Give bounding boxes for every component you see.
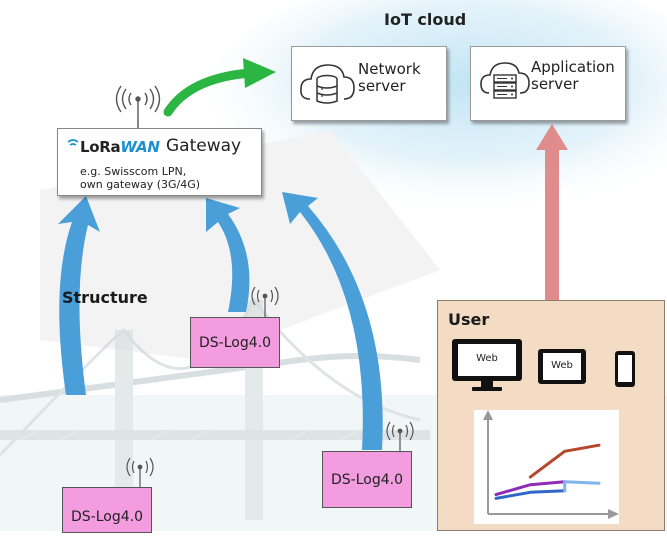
application-server-label-line2: server xyxy=(531,75,579,93)
gateway-note-line2: own gateway (3G/4G) xyxy=(80,178,201,191)
antenna-icon xyxy=(386,421,414,452)
device-box: DS-Log4.0 xyxy=(62,487,152,533)
chart-series-line xyxy=(563,480,601,493)
database-cloud-icon xyxy=(300,64,355,104)
monitor-icon xyxy=(452,339,522,391)
user-panel: User Web Web xyxy=(437,300,665,531)
gateway-note: e.g. Swisscom LPN, own gateway (3G/4G) xyxy=(80,165,200,191)
antenna-icon xyxy=(115,85,161,128)
phone-icon xyxy=(615,351,635,387)
user-arrow-head xyxy=(536,124,568,150)
antenna-icon xyxy=(251,286,279,318)
application-server-box: Application server xyxy=(470,46,626,121)
device-box: DS-Log4.0 xyxy=(322,451,412,508)
upload-arrow xyxy=(206,198,250,312)
network-server-label-line2: server xyxy=(358,77,406,95)
lora-signal-icon xyxy=(67,139,79,146)
gateway-title: Gateway xyxy=(166,136,242,156)
chart-series-line xyxy=(494,480,567,497)
antenna-icon xyxy=(126,457,154,488)
line-chart-icon xyxy=(483,410,619,519)
lorawan-logo: LoRaWAN xyxy=(80,138,160,156)
device-label: DS-Log4.0 xyxy=(199,335,271,351)
chart-x-axis-arrow xyxy=(608,509,619,519)
chart-series-line xyxy=(494,489,567,500)
cloud-arrow-head xyxy=(243,58,276,88)
device-label: DS-Log4.0 xyxy=(331,472,403,488)
tablet-icon xyxy=(538,349,586,384)
lorawan-logo-lora: LoRa xyxy=(80,138,121,156)
chart-card xyxy=(474,410,619,524)
user-arrow xyxy=(545,148,559,300)
upload-arrows xyxy=(58,192,383,450)
cloud-arrow xyxy=(163,68,255,117)
cloud-title: IoT cloud xyxy=(384,10,467,29)
chart-y-axis-arrow xyxy=(483,410,493,420)
chart-series-group xyxy=(494,443,601,500)
network-server-box: Network server xyxy=(291,46,447,121)
upload-arrow xyxy=(282,192,383,450)
lorawan-logo-wan: WAN xyxy=(120,138,160,156)
server-cloud-icon xyxy=(480,62,530,99)
gateway-note-line1: e.g. Swisscom LPN, xyxy=(80,165,187,178)
device-label: DS-Log4.0 xyxy=(71,509,143,525)
gateway-box: LoRaWAN Gateway e.g. Swisscom LPN, own g… xyxy=(57,128,262,196)
chart-series-line xyxy=(528,443,601,479)
structure-label: Structure xyxy=(62,288,148,307)
tablet-web-label: Web xyxy=(551,360,573,371)
user-title: User xyxy=(448,310,490,329)
network-server-label-line1: Network xyxy=(358,60,421,78)
monitor-web-label: Web xyxy=(476,353,498,364)
upload-arrow xyxy=(58,196,100,395)
device-box: DS-Log4.0 xyxy=(190,317,280,368)
application-server-label-line1: Application xyxy=(531,58,615,76)
